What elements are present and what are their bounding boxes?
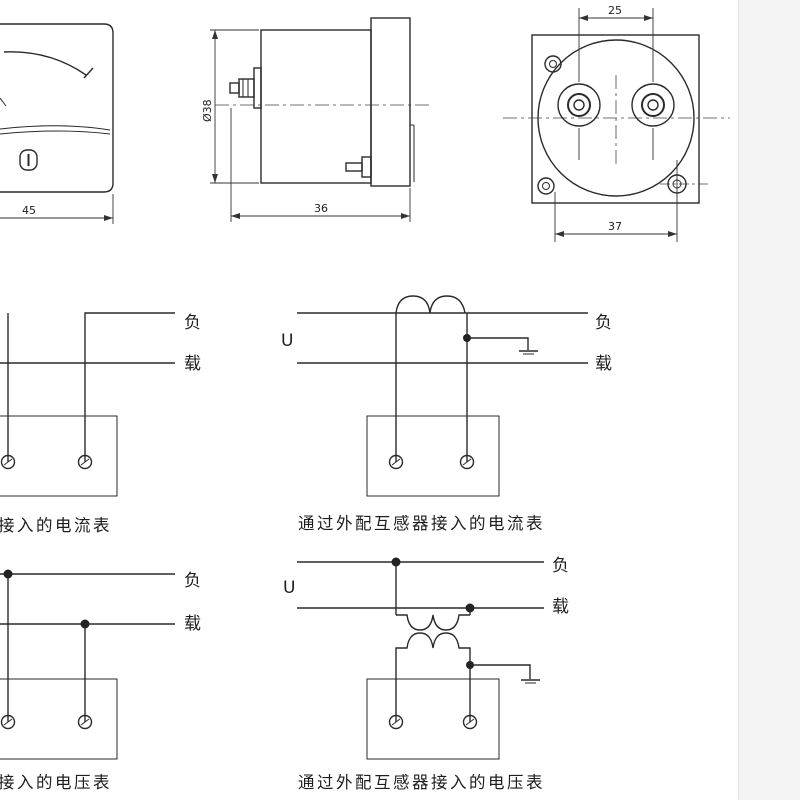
load-label-bottom: 载	[184, 614, 201, 634]
meter-terminal-right	[77, 714, 93, 730]
side-terminal-bottom	[345, 156, 372, 178]
load-label-bottom: 载	[595, 354, 612, 374]
ammeter-ct-wiring: U 负 载 通过外配互感器接入的电流表	[281, 295, 612, 533]
meter-terminal-left	[0, 714, 16, 730]
back-panel	[531, 34, 700, 204]
potential-transformer-primary	[396, 614, 470, 631]
back-terminal-left	[557, 8, 601, 160]
meter-terminal-left	[388, 714, 404, 730]
ammeter-ct-caption: 通过外配互感器接入的电流表	[298, 514, 545, 533]
voltmeter-pt-wiring: U 负 载 通过外配互感器接入的电压表	[283, 556, 569, 792]
load-label-top: 负	[184, 571, 201, 591]
voltmeter-direct-caption: 接入的电压表	[0, 773, 112, 792]
meter-box	[0, 678, 118, 760]
meter-terminal-left	[0, 454, 16, 470]
back-mounting-screw-top-left	[544, 55, 562, 73]
ground-symbol	[519, 350, 538, 355]
page-edge-margin	[738, 0, 800, 800]
diagram-canvas: 45 Ø38 36	[0, 4, 730, 792]
potential-transformer-secondary	[395, 632, 471, 662]
front-view-drawing: 45	[0, 23, 114, 224]
junction-dot	[3, 569, 13, 579]
voltmeter-direct-wiring: 负 载 接入的电压表	[0, 569, 201, 792]
back-terminal-spacing-dimension: 25	[608, 4, 622, 17]
back-width-dimension: 37	[608, 220, 622, 233]
meter-terminal-right	[459, 454, 475, 470]
side-terminal-top	[229, 67, 262, 109]
meter-box	[366, 415, 500, 497]
ground-symbol	[521, 679, 540, 684]
meter-box	[0, 415, 118, 497]
ammeter-direct-caption: 接入的电流表	[0, 516, 112, 535]
current-transformer-coil	[395, 295, 466, 314]
side-view-drawing: Ø38 36	[201, 17, 432, 222]
meter-terminal-left	[388, 454, 404, 470]
load-label-top: 负	[552, 556, 569, 576]
meter-body	[260, 29, 372, 184]
back-mounting-screw-bottom-left	[537, 177, 555, 195]
zero-adjust-screw	[19, 149, 38, 171]
scale-arc	[3, 51, 87, 76]
load-label-top: 负	[184, 313, 201, 333]
ammeter-direct-wiring: 负 载 接入的电流表	[0, 312, 201, 535]
load-label-top: 负	[595, 313, 612, 333]
front-width-dimension: 45	[22, 204, 36, 217]
meter-terminal-right	[462, 714, 478, 730]
back-view-drawing: 25 37	[503, 4, 730, 242]
side-depth-dimension: 36	[314, 202, 328, 215]
scale-end-tick	[83, 67, 94, 79]
meter-terminal-right	[77, 454, 93, 470]
back-mounting-screw-bottom-right	[660, 160, 708, 242]
voltage-label: U	[283, 578, 295, 598]
front-bezel	[370, 17, 411, 187]
voltmeter-pt-caption: 通过外配互感器接入的电压表	[298, 773, 545, 792]
load-label-bottom: 载	[552, 597, 569, 617]
voltage-label: U	[281, 331, 293, 351]
back-terminal-right	[631, 8, 675, 160]
meter-box	[366, 678, 500, 760]
side-diameter-dimension: Ø38	[201, 99, 214, 122]
junction-dot	[80, 619, 90, 629]
load-label-bottom: 载	[184, 354, 201, 374]
